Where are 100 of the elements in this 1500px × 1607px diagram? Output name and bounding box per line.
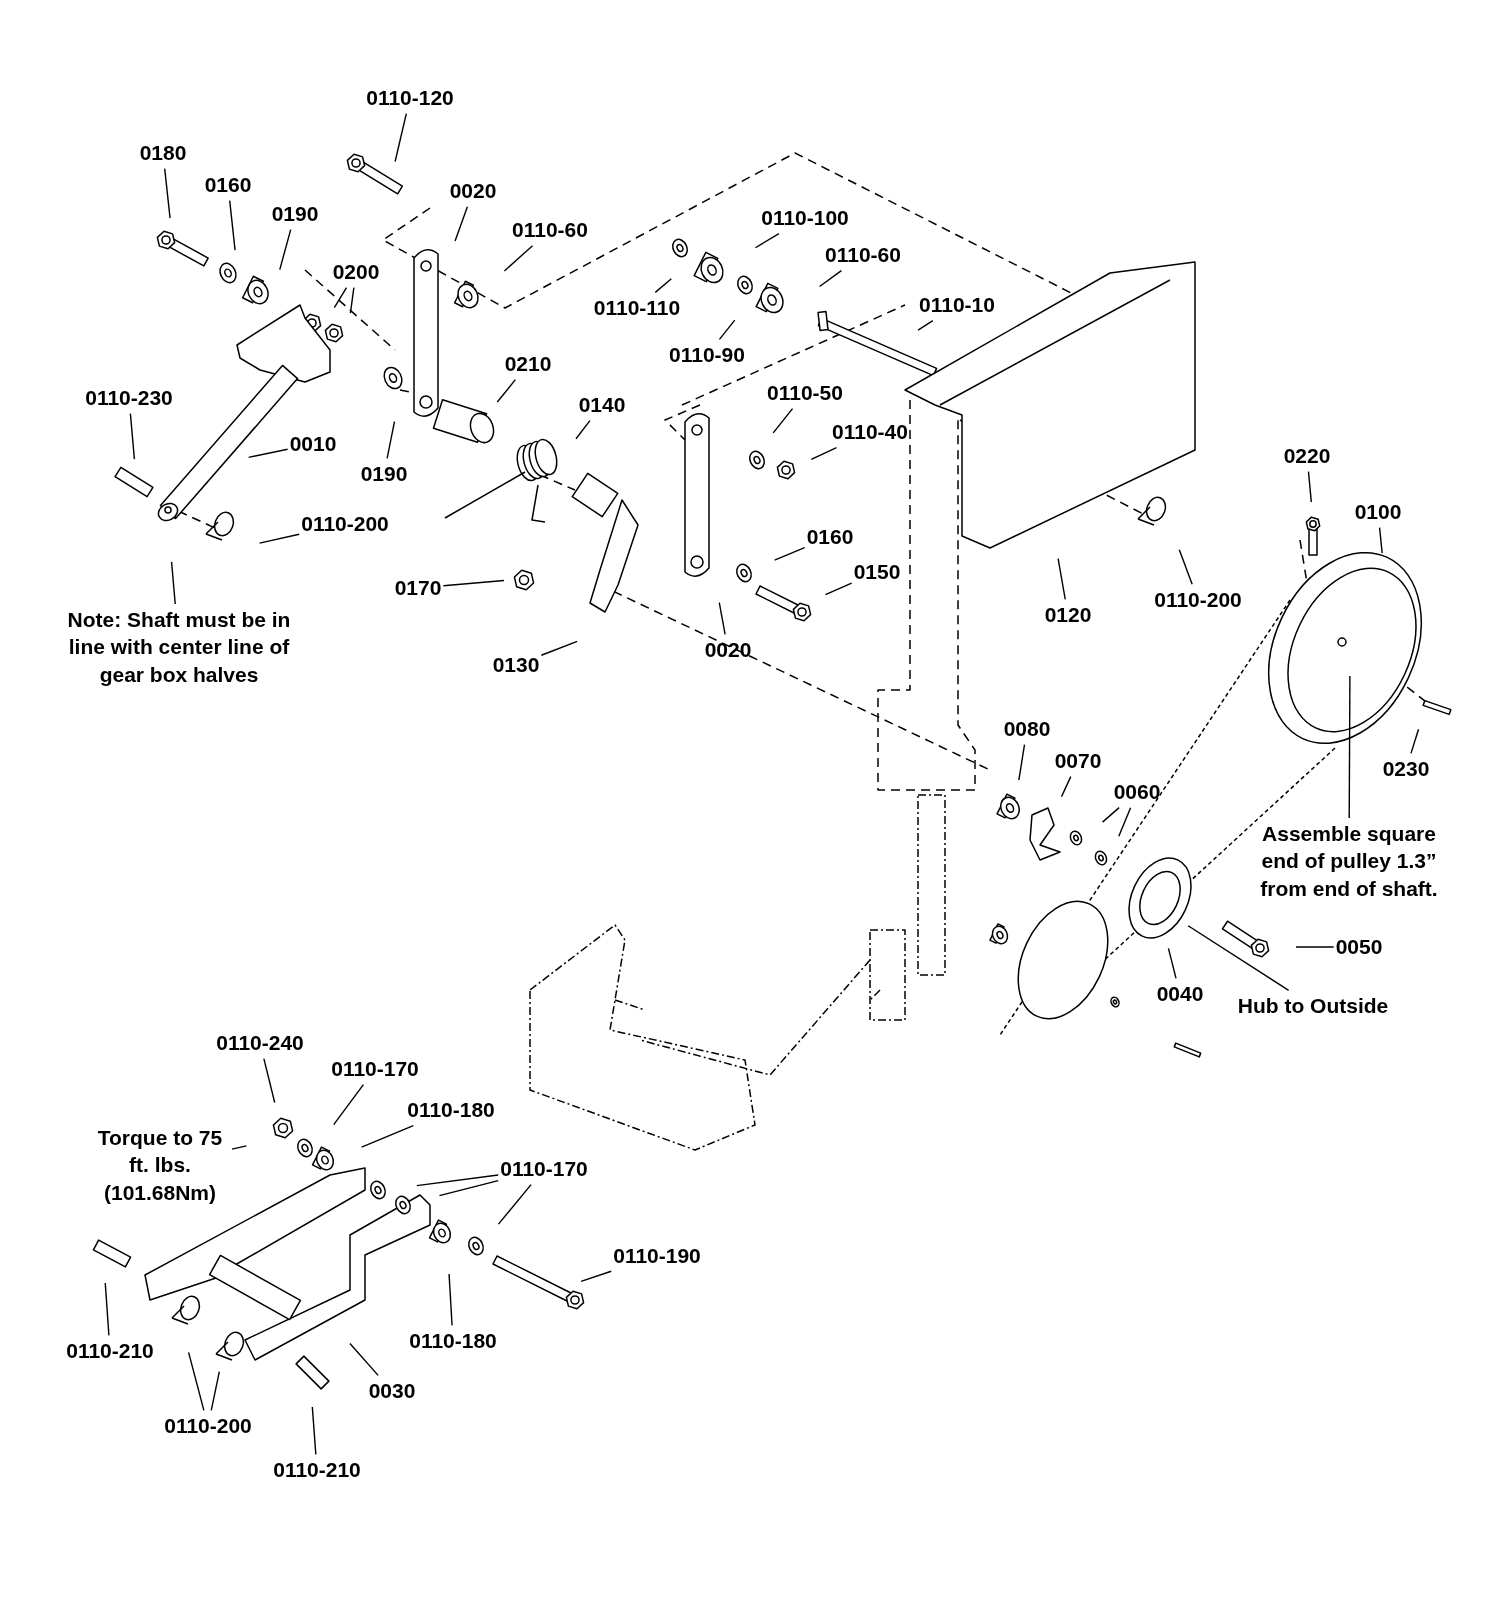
callout-number: 0070 (1054, 747, 1102, 775)
leader-line (1178, 549, 1193, 586)
callout-number: 0110-170 (500, 1155, 588, 1183)
callout-number: 0120 (1044, 601, 1092, 629)
callout-number: 0170 (394, 574, 442, 602)
callout-number: 0110-60 (512, 216, 588, 244)
leader-line (1307, 470, 1312, 503)
leader-line (1295, 946, 1335, 948)
callout-number: 0130 (492, 651, 540, 679)
leader-line (187, 1351, 205, 1412)
leader-line (1348, 675, 1351, 819)
leader-line (503, 244, 534, 272)
leader-line (575, 419, 591, 440)
leader-line (1118, 806, 1132, 838)
callout-number: 0110-200 (1154, 586, 1242, 614)
callout-number: 0110-200 (164, 1412, 252, 1440)
leader-line (917, 319, 934, 331)
callout-number: 0220 (1283, 442, 1331, 470)
callout-number: 0100 (1354, 498, 1402, 526)
leader-line (1101, 806, 1120, 823)
callout-number: 0110-240 (216, 1029, 304, 1057)
callout-number: 0110-60 (825, 241, 901, 269)
leader-line (386, 420, 396, 460)
note-text: Torque to 75 ft. lbs. (101.68Nm) (90, 1124, 230, 1206)
leader-line (333, 286, 348, 309)
callout-number: 0020 (704, 636, 752, 664)
leader-line (1060, 775, 1072, 798)
callout-number: 0110-120 (366, 84, 454, 112)
leader-line (129, 412, 136, 460)
leader-line (349, 286, 355, 314)
leader-line (263, 1057, 276, 1104)
callout-number: 0010 (289, 430, 337, 458)
leader-line (1057, 558, 1066, 601)
leader-line (718, 319, 736, 341)
leader-line (454, 205, 469, 242)
callout-number: 0210 (504, 350, 552, 378)
callout-number: 0110-170 (331, 1055, 419, 1083)
leader-line (349, 1342, 379, 1377)
leader-line (279, 228, 292, 271)
leader-line (773, 546, 806, 561)
leader-line (104, 1282, 110, 1337)
callout-number: 0110-100 (761, 204, 849, 232)
leader-line (818, 269, 843, 288)
leader-line (1167, 947, 1177, 980)
callout-number: 0160 (204, 171, 252, 199)
callout-number: 0190 (271, 200, 319, 228)
leader-line (824, 582, 853, 596)
callout-number: 0200 (332, 258, 380, 286)
leader-line (448, 1273, 453, 1327)
callout-number: 0110-180 (407, 1096, 495, 1124)
note-text: Hub to Outside (1237, 992, 1389, 1020)
callout-number: 0110-200 (301, 510, 389, 538)
callout-number: 0050 (1335, 933, 1383, 961)
leader-line (258, 533, 300, 544)
leader-line (810, 446, 838, 461)
leader-line (170, 561, 176, 605)
leader-line (540, 640, 578, 656)
callout-number: 0110-210 (273, 1456, 361, 1484)
leader-line (496, 378, 517, 403)
leader-line (394, 112, 408, 163)
leader-line (1410, 728, 1420, 755)
leader-line (718, 602, 726, 636)
callout-number: 0110-210 (66, 1337, 154, 1365)
leader-line (1187, 925, 1290, 992)
callout-number: 0190 (360, 460, 408, 488)
callout-number: 0110-90 (669, 341, 745, 369)
note-text: Assemble square end of pulley 1.3” from end of shaft. (1251, 820, 1447, 902)
callout-number: 0180 (139, 139, 187, 167)
leader-line (442, 579, 505, 587)
leader-line (229, 199, 236, 251)
leader-line (416, 1174, 499, 1187)
callout-number: 0110-190 (613, 1242, 701, 1270)
callout-number: 0110-50 (767, 379, 843, 407)
callout-number: 0160 (806, 523, 854, 551)
callout-number: 0020 (449, 177, 497, 205)
leader-line (247, 448, 289, 459)
leader-line (210, 1370, 221, 1412)
leader-line (164, 167, 171, 219)
leader-line (360, 1124, 414, 1148)
leader-line (1378, 526, 1383, 554)
leader-line (1018, 743, 1026, 781)
callout-number: 0110-180 (409, 1327, 497, 1355)
leader-line (772, 407, 794, 434)
note-text: Note: Shaft must be in line with center line of gear box halves (54, 606, 304, 688)
callout-number: 0110-40 (832, 418, 908, 446)
callout-number: 0080 (1003, 715, 1051, 743)
callout-number: 0110-10 (919, 291, 995, 319)
leader-line (231, 1145, 248, 1150)
callout-number: 0110-110 (593, 294, 681, 322)
leader-line (654, 278, 672, 294)
callout-number: 0030 (368, 1377, 416, 1405)
leader-line (580, 1270, 612, 1282)
callout-number: 0230 (1382, 755, 1430, 783)
callout-number: 0110-230 (85, 384, 173, 412)
leader-line (311, 1406, 317, 1456)
callout-number: 0150 (853, 558, 901, 586)
callout-number: 0040 (1156, 980, 1204, 1008)
leader-line (754, 232, 780, 249)
leader-line (497, 1183, 532, 1225)
leader-line (333, 1083, 365, 1126)
